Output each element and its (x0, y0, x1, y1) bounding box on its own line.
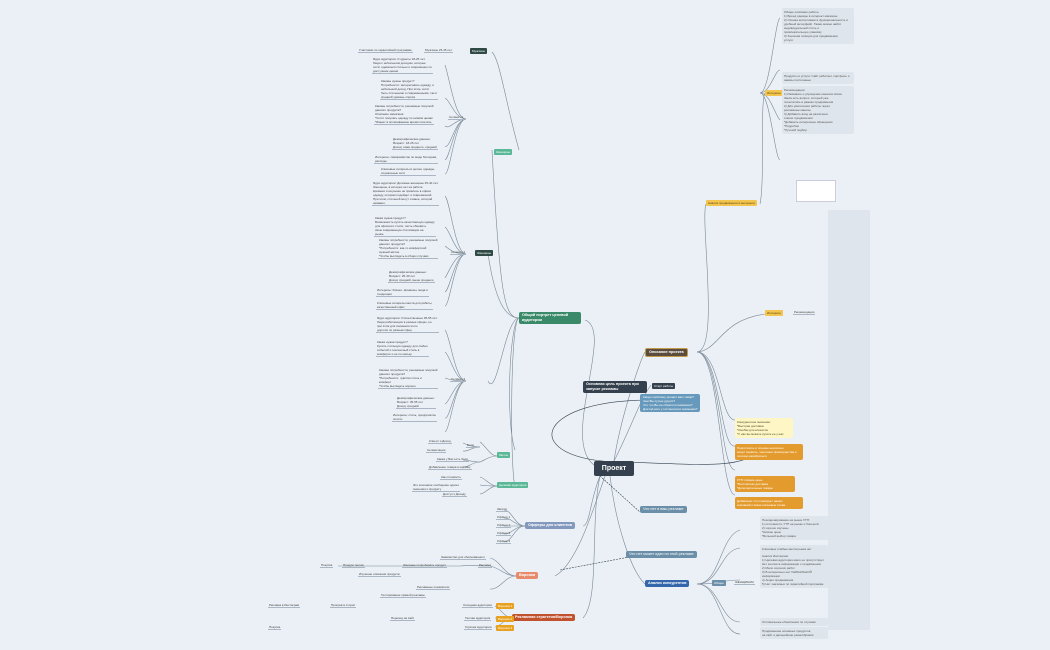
criteria-leaf-6: Это ключевое сообщение одного значения к… (412, 483, 461, 492)
men-age-leaf: Мужчины 25-45 лет (424, 48, 454, 53)
branch-goal[interactable]: Основная цель проекта при запуске реклам… (583, 381, 647, 393)
criteria-dreams[interactable]: Мечты (497, 452, 511, 458)
branch-description[interactable]: Описание проекта (645, 348, 688, 357)
women-label[interactable]: Женщины (494, 149, 513, 155)
offer-request: Запрос (496, 507, 508, 512)
segment3-note-1: Ядро аудитории: Отечественные 35-55 лет.… (376, 316, 439, 333)
segment3-note-5: Интересы: стиль, предприятие золото (392, 413, 437, 422)
strategy-label-2[interactable]: Воронка 2 (496, 616, 515, 622)
criteria-leaf-2: Сегментация (426, 448, 447, 453)
competitors-note-3: Анализ Инстаграм: 1) Целевая аудитория м… (760, 552, 828, 588)
link-note-1[interactable]: Что нет в ваш рекламе (640, 506, 687, 513)
orange-note-3: Добавлено что планирует наших компаний и… (735, 497, 803, 509)
funnel-chain-2: Реклама (478, 563, 493, 568)
strategy-row-1: Реклама в Инстаграм (268, 603, 301, 608)
competitors-sub: ЖЕНЩИНАМ (734, 580, 755, 585)
segment1-note-2: Каковы нужны продукт? Потребности: интер… (380, 79, 438, 100)
funnel-row-6: Тестирование прямой рекламы (380, 593, 426, 598)
central-topic[interactable]: Проект (594, 461, 634, 476)
funnel-row-1: Знакомство для обоснованного (440, 555, 486, 560)
criteria-leaf-1: Клиент и Доход (428, 439, 452, 444)
segment2-note-5: Интересы: бизнес, финансы, мода и тенден… (376, 288, 429, 297)
segment2-note-1: Ядро аудитории: Деловые женщины 25-40 ле… (372, 181, 440, 206)
description-note-1: Общее описание работы 1) Бренд одежды в … (782, 8, 854, 44)
segment1-note-3: Каковы потребности, решаемые покупкой да… (374, 104, 435, 125)
criteria-leaf-pains: Боли (466, 443, 475, 448)
recommendations-tag[interactable]: Интересы (765, 310, 783, 316)
funnel-chain-1: Покупка (320, 563, 334, 568)
orange-note-1: Подготовить в течение несколько минут вы… (735, 444, 803, 460)
description-note-3: Рекомендации: 1) Развивать и упрощение к… (782, 86, 854, 134)
segment1-note-4: Демографические данные: Возраст: 18-25 л… (392, 137, 438, 150)
competitors-note-4: Оптимальные обновления по случаям (760, 618, 828, 626)
strategy-audience-warm: Теплая аудитория (464, 616, 492, 621)
strategy-label-3[interactable]: Воронка 3 (496, 625, 515, 631)
segment2-note-6: Ключевые интересы места для работы, каче… (376, 301, 434, 310)
criteria-leaf-3: Какая у Вас есть боли (436, 457, 469, 462)
strategy-row-3: Переход на сайт (390, 616, 416, 621)
goal-tag[interactable]: Старт работы (652, 383, 676, 389)
men-label[interactable]: Мужчины (470, 48, 488, 54)
segment3-note-3: Каковы потребности, решаемые покупкой да… (378, 368, 439, 389)
offer-2: Оффер 2 (496, 523, 512, 528)
criteria-leaf-5: Как стоимость (440, 475, 462, 480)
competitors-note-2: Ключевые слабые места рынка нет (760, 545, 828, 553)
description-tag[interactable]: Анализ продвижения в интернете (706, 200, 758, 206)
branch-competitors[interactable]: Анализ конкурентов (645, 580, 690, 587)
segment-1[interactable]: Сегмент 1 (448, 115, 465, 120)
offer-4: Оффер 4 (496, 539, 512, 544)
segment2-note-4: Демографические данные: Возраст: 25-40 л… (388, 270, 435, 283)
criteria-leaf-4: Добавление товара в корзину (428, 465, 472, 470)
criteria-leaf-7: Доступ к Доходу (442, 492, 467, 497)
women-program-leaf: Участники по гарантийной программе (358, 48, 413, 53)
segment2-note-3: Каковы потребности, решаемые покупкой да… (378, 238, 439, 259)
segment3-note-4: Демографические данные: Возраст: 35-55 л… (396, 396, 436, 409)
branch-strategy[interactable]: Рекламная стратегия/Воронка (512, 614, 576, 621)
strategy-row-4: Покупка (268, 625, 282, 630)
strategy-audience-hot: Горячая аудитория (464, 625, 493, 630)
women-tag-2[interactable]: Женщины (475, 250, 494, 256)
description-sub-tag[interactable]: Интересы (765, 90, 783, 96)
segment-3[interactable]: Сегмент 3 (450, 377, 467, 382)
funnel-row-5: Рекламные показатели (416, 585, 451, 590)
strategy-audience-cold: Холодная аудитория (462, 603, 493, 608)
segment1-note-5: Интересы: саморазвитие по моде блогерам,… (374, 155, 438, 164)
funnel-row-4: Изучение описания продукта (358, 572, 401, 577)
criteria-audience[interactable]: Целевая аудитория (497, 482, 529, 488)
branch-funnels[interactable]: Воронки (516, 572, 539, 579)
competitors-tag[interactable]: Общее (712, 580, 726, 586)
strategy-label-1[interactable]: Воронка 1 (496, 603, 515, 609)
competitors-note-1: Позиционирование на рынке УТП: 1) отлича… (760, 516, 828, 540)
offer-3: Оффер 3 (496, 531, 512, 536)
branch-portrait[interactable]: Общий портрет целевой аудитории (519, 312, 581, 324)
branch-offers[interactable]: Офферы для клиентов (525, 522, 575, 529)
segment3-note-2: Какая нужна продукт? Купить стильную оде… (376, 340, 429, 357)
link-note-2[interactable]: Что нет может идти по этой рекламе (626, 551, 697, 558)
notes-panel (828, 210, 870, 630)
segment-2[interactable]: Сегмент 2 (450, 250, 467, 255)
questions-node[interactable]: Какую проблему решает ваш товар? Чем Вы … (640, 394, 701, 412)
competitors-note-5: Продвижение основных продуктов на сайт и… (760, 627, 828, 639)
recommendations-leaf: Рекомендации (793, 310, 816, 315)
segment2-note-2: Какая нужна продукт? Возможность купить … (374, 216, 436, 237)
screenshot-thumbnail[interactable] (796, 180, 836, 202)
funnel-row-2: Желание попробовать продукт (402, 563, 447, 568)
orange-note-2: УТП: Низкие цены *Бесплатная доставка *Д… (735, 476, 795, 492)
funnel-row-3: Продукт мотив (342, 563, 365, 568)
description-note-2: Продукты и услуги: Сайт работает, портфе… (782, 72, 854, 84)
offer-1: Оффер 1 (496, 515, 512, 520)
segment1-note-6: Ключевые интересы в целом, одежды, социа… (380, 167, 436, 176)
segment1-note-1: Ядро аудитории: Студенты 18-25 лет. Люди… (372, 57, 433, 74)
yellow-note: Конкурентное значение: *Быстрая доставка… (735, 418, 793, 438)
strategy-row-2: Прогрев в сторис (330, 603, 357, 608)
